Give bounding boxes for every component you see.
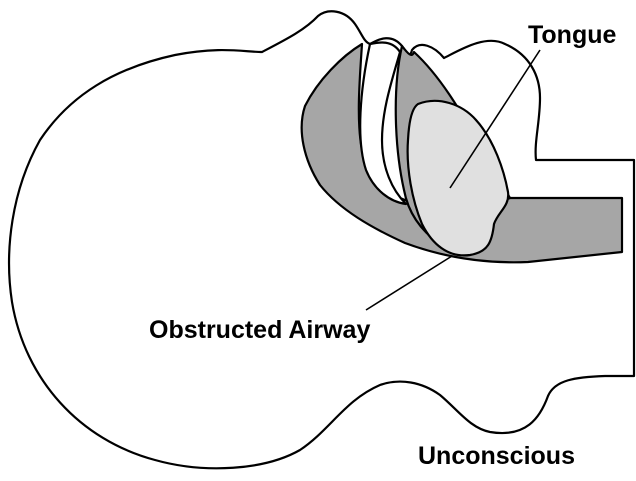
obstructed-airway-label: Obstructed Airway bbox=[149, 318, 370, 343]
tongue-label: Tongue bbox=[528, 23, 616, 48]
unconscious-caption: Unconscious bbox=[418, 444, 575, 469]
